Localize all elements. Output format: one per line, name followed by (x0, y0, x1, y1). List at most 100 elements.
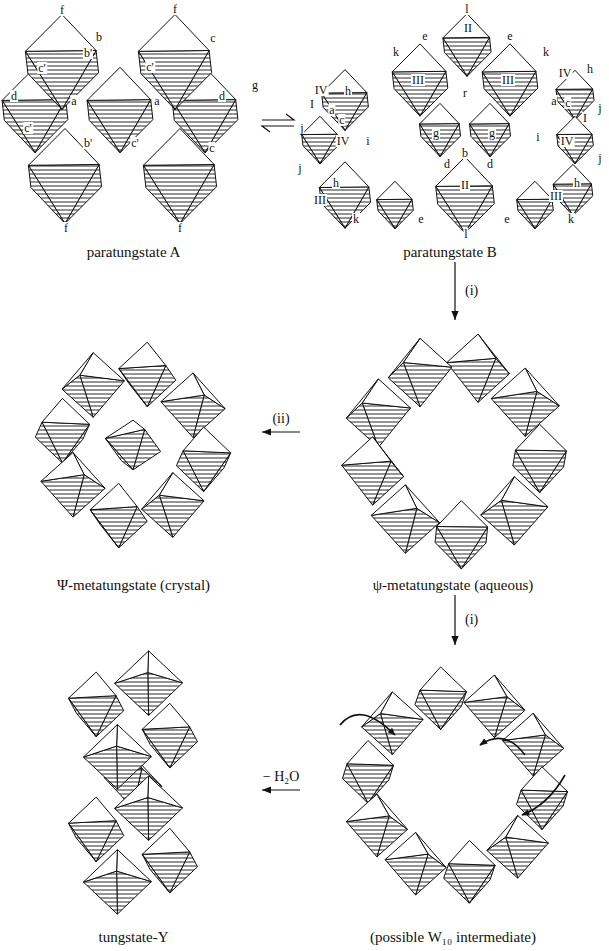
octahedron-face (161, 395, 204, 437)
site-label: g (488, 127, 496, 139)
figure-caption: paratungstate B (294, 244, 606, 261)
site-label: d (443, 158, 451, 170)
octahedron (482, 44, 538, 116)
site-label: c' (23, 122, 33, 134)
figure-caption: (possible W₁₀ intermediate) (300, 929, 606, 946)
octahedron-face (392, 71, 446, 116)
site-label: r (462, 87, 468, 99)
octahedron-face (436, 186, 465, 233)
site-label: l (464, 3, 469, 15)
site-label: g (432, 127, 440, 139)
octahedron-face (142, 703, 190, 729)
site-label: d (486, 158, 494, 170)
octahedron (83, 850, 151, 915)
octahedron-face (302, 135, 320, 164)
octahedron-face (516, 424, 567, 451)
site-label: h (332, 177, 340, 189)
octahedron-face (342, 437, 391, 465)
site-label: k (392, 46, 400, 58)
octahedron-face (159, 473, 204, 501)
octahedron (385, 832, 446, 895)
site-label: c (338, 114, 345, 126)
octahedron-face (380, 692, 423, 720)
octahedron-face (69, 797, 117, 823)
octahedron-face (142, 852, 190, 893)
polyhedron-cluster (342, 334, 567, 569)
octahedron-face (28, 165, 65, 223)
octahedron-face (437, 501, 488, 527)
octahedron-face (371, 508, 417, 553)
site-label: a (550, 95, 557, 107)
octahedron (371, 485, 439, 553)
octahedron-face (41, 453, 84, 482)
octahedron-face (115, 776, 149, 809)
site-label: IV (336, 135, 351, 147)
octahedron-face (69, 672, 117, 698)
octahedron-face (491, 391, 537, 436)
octahedron-face (83, 725, 117, 758)
octahedron (346, 379, 410, 447)
octahedron (435, 501, 488, 569)
site-label: IV (558, 67, 573, 79)
octahedron-face (443, 38, 467, 76)
site-label: b' (83, 47, 93, 59)
octahedron (142, 473, 204, 538)
octahedron-face (80, 353, 125, 381)
octahedron-face (69, 821, 117, 862)
octahedron-face (87, 100, 151, 153)
octahedron-face (142, 473, 173, 510)
octahedron-face (556, 89, 575, 119)
site-label: k (352, 213, 360, 225)
octahedron (302, 116, 339, 163)
polyhedron-cluster (302, 14, 594, 233)
octahedron-face (449, 841, 495, 866)
polyhedron-cluster (2, 15, 238, 224)
octahedron (319, 162, 370, 228)
figure-caption: tungstate-Y (5, 929, 262, 946)
octahedron-face (90, 507, 137, 548)
site-label: j (297, 162, 302, 174)
figure-node: ψ-metatungstate (aqueous) (300, 320, 606, 595)
octahedron-face (557, 134, 592, 164)
octahedron-face (105, 438, 133, 469)
octahedron (491, 368, 559, 436)
octahedron-face (41, 475, 84, 517)
octahedron-face (69, 823, 97, 862)
figure-node: paratungstate B (294, 0, 606, 262)
octahedron-face (482, 44, 536, 72)
octahedron-face (420, 667, 466, 692)
site-label: a (153, 95, 160, 107)
octahedron-face (42, 398, 90, 424)
octahedron-face (377, 200, 395, 229)
octahedron-face (25, 51, 62, 109)
site-label: c (564, 97, 571, 109)
site-label: f (63, 222, 69, 234)
octahedron-face (142, 727, 190, 768)
octahedron-face (119, 369, 148, 407)
octahedron-face (2, 100, 35, 152)
octahedron-face (487, 816, 518, 851)
octahedron-face (444, 864, 470, 903)
site-label: c' (130, 137, 140, 149)
site-label: d (218, 90, 226, 102)
octahedron-face (90, 510, 119, 548)
reagent-label: (i) (463, 613, 480, 627)
octahedron-face (420, 124, 441, 157)
octahedron-face (557, 135, 575, 164)
polyhedron-cluster (35, 342, 230, 548)
octahedron-face (142, 828, 190, 854)
octahedron-face (385, 832, 428, 859)
octahedron-face (346, 379, 378, 418)
site-label: I (309, 98, 315, 110)
octahedron (444, 841, 496, 904)
octahedron-face (481, 477, 515, 515)
octahedron-face (443, 14, 490, 38)
octahedron-face (470, 124, 510, 157)
site-label: h (573, 177, 581, 189)
site-label: e (506, 30, 513, 42)
site-label: IV (314, 84, 329, 96)
octahedron-face (138, 15, 209, 52)
octahedron-face (35, 422, 62, 463)
octahedron (420, 103, 461, 156)
reaction-arrow (262, 789, 300, 790)
